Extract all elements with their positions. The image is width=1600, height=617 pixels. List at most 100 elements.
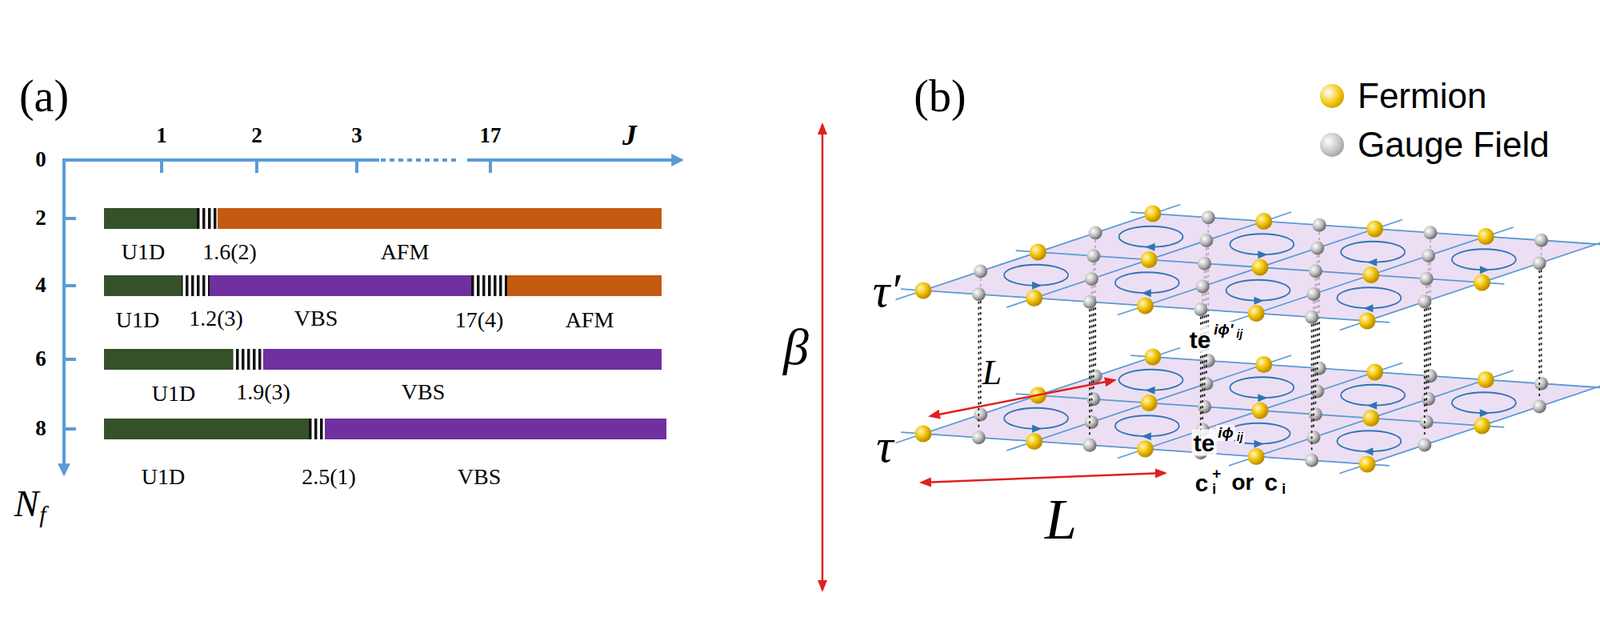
- gauge-sphere: [1308, 407, 1323, 421]
- gauge-sphere: [1304, 453, 1319, 468]
- phase-label: VBS: [457, 464, 501, 490]
- legend-text: Gauge Field: [1357, 124, 1550, 165]
- transition-value: 2.5(1): [301, 464, 356, 490]
- gauge-sphere: [1421, 392, 1436, 406]
- legend-text: Fermion: [1357, 76, 1487, 116]
- axis-number: 8: [35, 416, 47, 441]
- axis-tick: [255, 160, 259, 173]
- gauge-sphere: [973, 408, 988, 422]
- legend-sphere: [1320, 84, 1344, 108]
- transition-band: [181, 275, 210, 296]
- phase-label: U1D: [116, 308, 160, 333]
- gauge-sphere: [1086, 248, 1100, 263]
- phase-bar: [104, 275, 182, 296]
- flux-loop: [1336, 430, 1401, 452]
- axis-number: 2: [35, 206, 47, 231]
- phase-bar: [507, 275, 662, 296]
- flux-arrow: [1363, 304, 1373, 312]
- gauge-sphere: [1201, 353, 1216, 368]
- length-label: L: [1044, 488, 1077, 552]
- gauge-sphere: [1532, 256, 1547, 271]
- fermion-operator: c: [1262, 468, 1280, 496]
- flux-loop: [1340, 384, 1405, 406]
- fermion-sphere: [1140, 394, 1158, 412]
- phase-label: VBS: [294, 306, 338, 332]
- axis-tick: [355, 160, 359, 173]
- gauge-sphere: [1083, 295, 1097, 309]
- panel-label: (b): [913, 72, 966, 122]
- phase-label: AFM: [380, 240, 430, 265]
- slice-label: τ: [876, 419, 893, 472]
- fermion-sphere: [1359, 456, 1376, 473]
- gauge-sphere: [1088, 226, 1103, 240]
- time-link: [977, 301, 980, 431]
- fermion-sphere: [1477, 371, 1495, 388]
- flux-arrow: [1145, 386, 1156, 395]
- axis-number: 3: [351, 124, 363, 148]
- phase-bar: [104, 348, 233, 370]
- fermion-sphere: [1140, 251, 1158, 268]
- flux-arrow: [1257, 393, 1268, 402]
- transition-value: 1.9(3): [236, 380, 291, 405]
- axis-title-subscript: f: [39, 500, 46, 528]
- fermion-sphere: [1025, 432, 1043, 450]
- phase-bar: [209, 275, 472, 296]
- hopping-label: te: [1192, 429, 1217, 456]
- phase-bar: [104, 208, 197, 229]
- operator-index: i: [1280, 481, 1288, 498]
- operator-word: or: [1229, 470, 1256, 496]
- flux-loop: [1336, 287, 1401, 308]
- lattice-line: [896, 204, 1181, 300]
- plane-sheet: [923, 213, 1597, 321]
- transition-band: [232, 348, 264, 370]
- lattice-line: [1117, 219, 1403, 315]
- fermion-sphere: [1477, 228, 1495, 245]
- transition-band: [308, 418, 325, 440]
- plane-sheet: [923, 356, 1597, 464]
- lattice-particles: [915, 205, 1549, 330]
- axis-tick: [488, 160, 492, 173]
- beta-arrow: [821, 124, 824, 590]
- legend: FermionGauge Field: [1320, 71, 1550, 169]
- phase-label: U1D: [141, 464, 185, 490]
- transition-value: 17(4): [455, 308, 504, 333]
- axis-tick: [64, 427, 76, 431]
- axis-title: N: [14, 484, 40, 525]
- fermion-sphere: [1136, 297, 1154, 315]
- hopping-phase: iϕ′: [1212, 321, 1235, 339]
- axis-tick: [160, 160, 164, 173]
- legend-row: Gauge Field: [1320, 120, 1550, 169]
- flux-loop: [1229, 233, 1294, 255]
- axis-number: 0: [35, 148, 47, 172]
- flux-arrow: [1480, 408, 1490, 417]
- phase-label: U1D: [152, 381, 196, 407]
- gauge-sphere: [1312, 361, 1327, 376]
- beta-label: β: [783, 319, 809, 376]
- flux-loop: [1119, 226, 1184, 248]
- hopping-phase-index: ij: [1235, 328, 1245, 340]
- panel-label: (a): [19, 72, 69, 122]
- slice-label: τ′: [872, 264, 901, 317]
- gauge-sphere: [973, 264, 988, 279]
- flux-arrow: [1363, 447, 1373, 456]
- axis-line: [64, 158, 380, 162]
- gauge-sphere: [1084, 272, 1099, 286]
- fermion-sphere: [1136, 440, 1154, 458]
- fermion-sphere: [1255, 212, 1272, 230]
- axis-tick: [64, 216, 76, 220]
- gauge-sphere: [1197, 400, 1212, 414]
- axis-title: J: [622, 120, 637, 152]
- length-label: L: [982, 353, 1002, 392]
- gauge-sphere: [1423, 225, 1437, 240]
- phase-label: AFM: [565, 308, 615, 333]
- fermion-sphere: [1473, 417, 1491, 435]
- axis-number: 4: [35, 273, 47, 298]
- gauge-sphere: [1312, 218, 1327, 232]
- phase-label: VBS: [401, 380, 445, 405]
- gauge-sphere: [1200, 233, 1214, 248]
- gauge-sphere: [1417, 438, 1432, 452]
- fermion-sphere: [1255, 356, 1272, 373]
- time-link: [1088, 308, 1091, 438]
- flux-loop: [1340, 241, 1405, 263]
- flux-loop: [1115, 415, 1180, 436]
